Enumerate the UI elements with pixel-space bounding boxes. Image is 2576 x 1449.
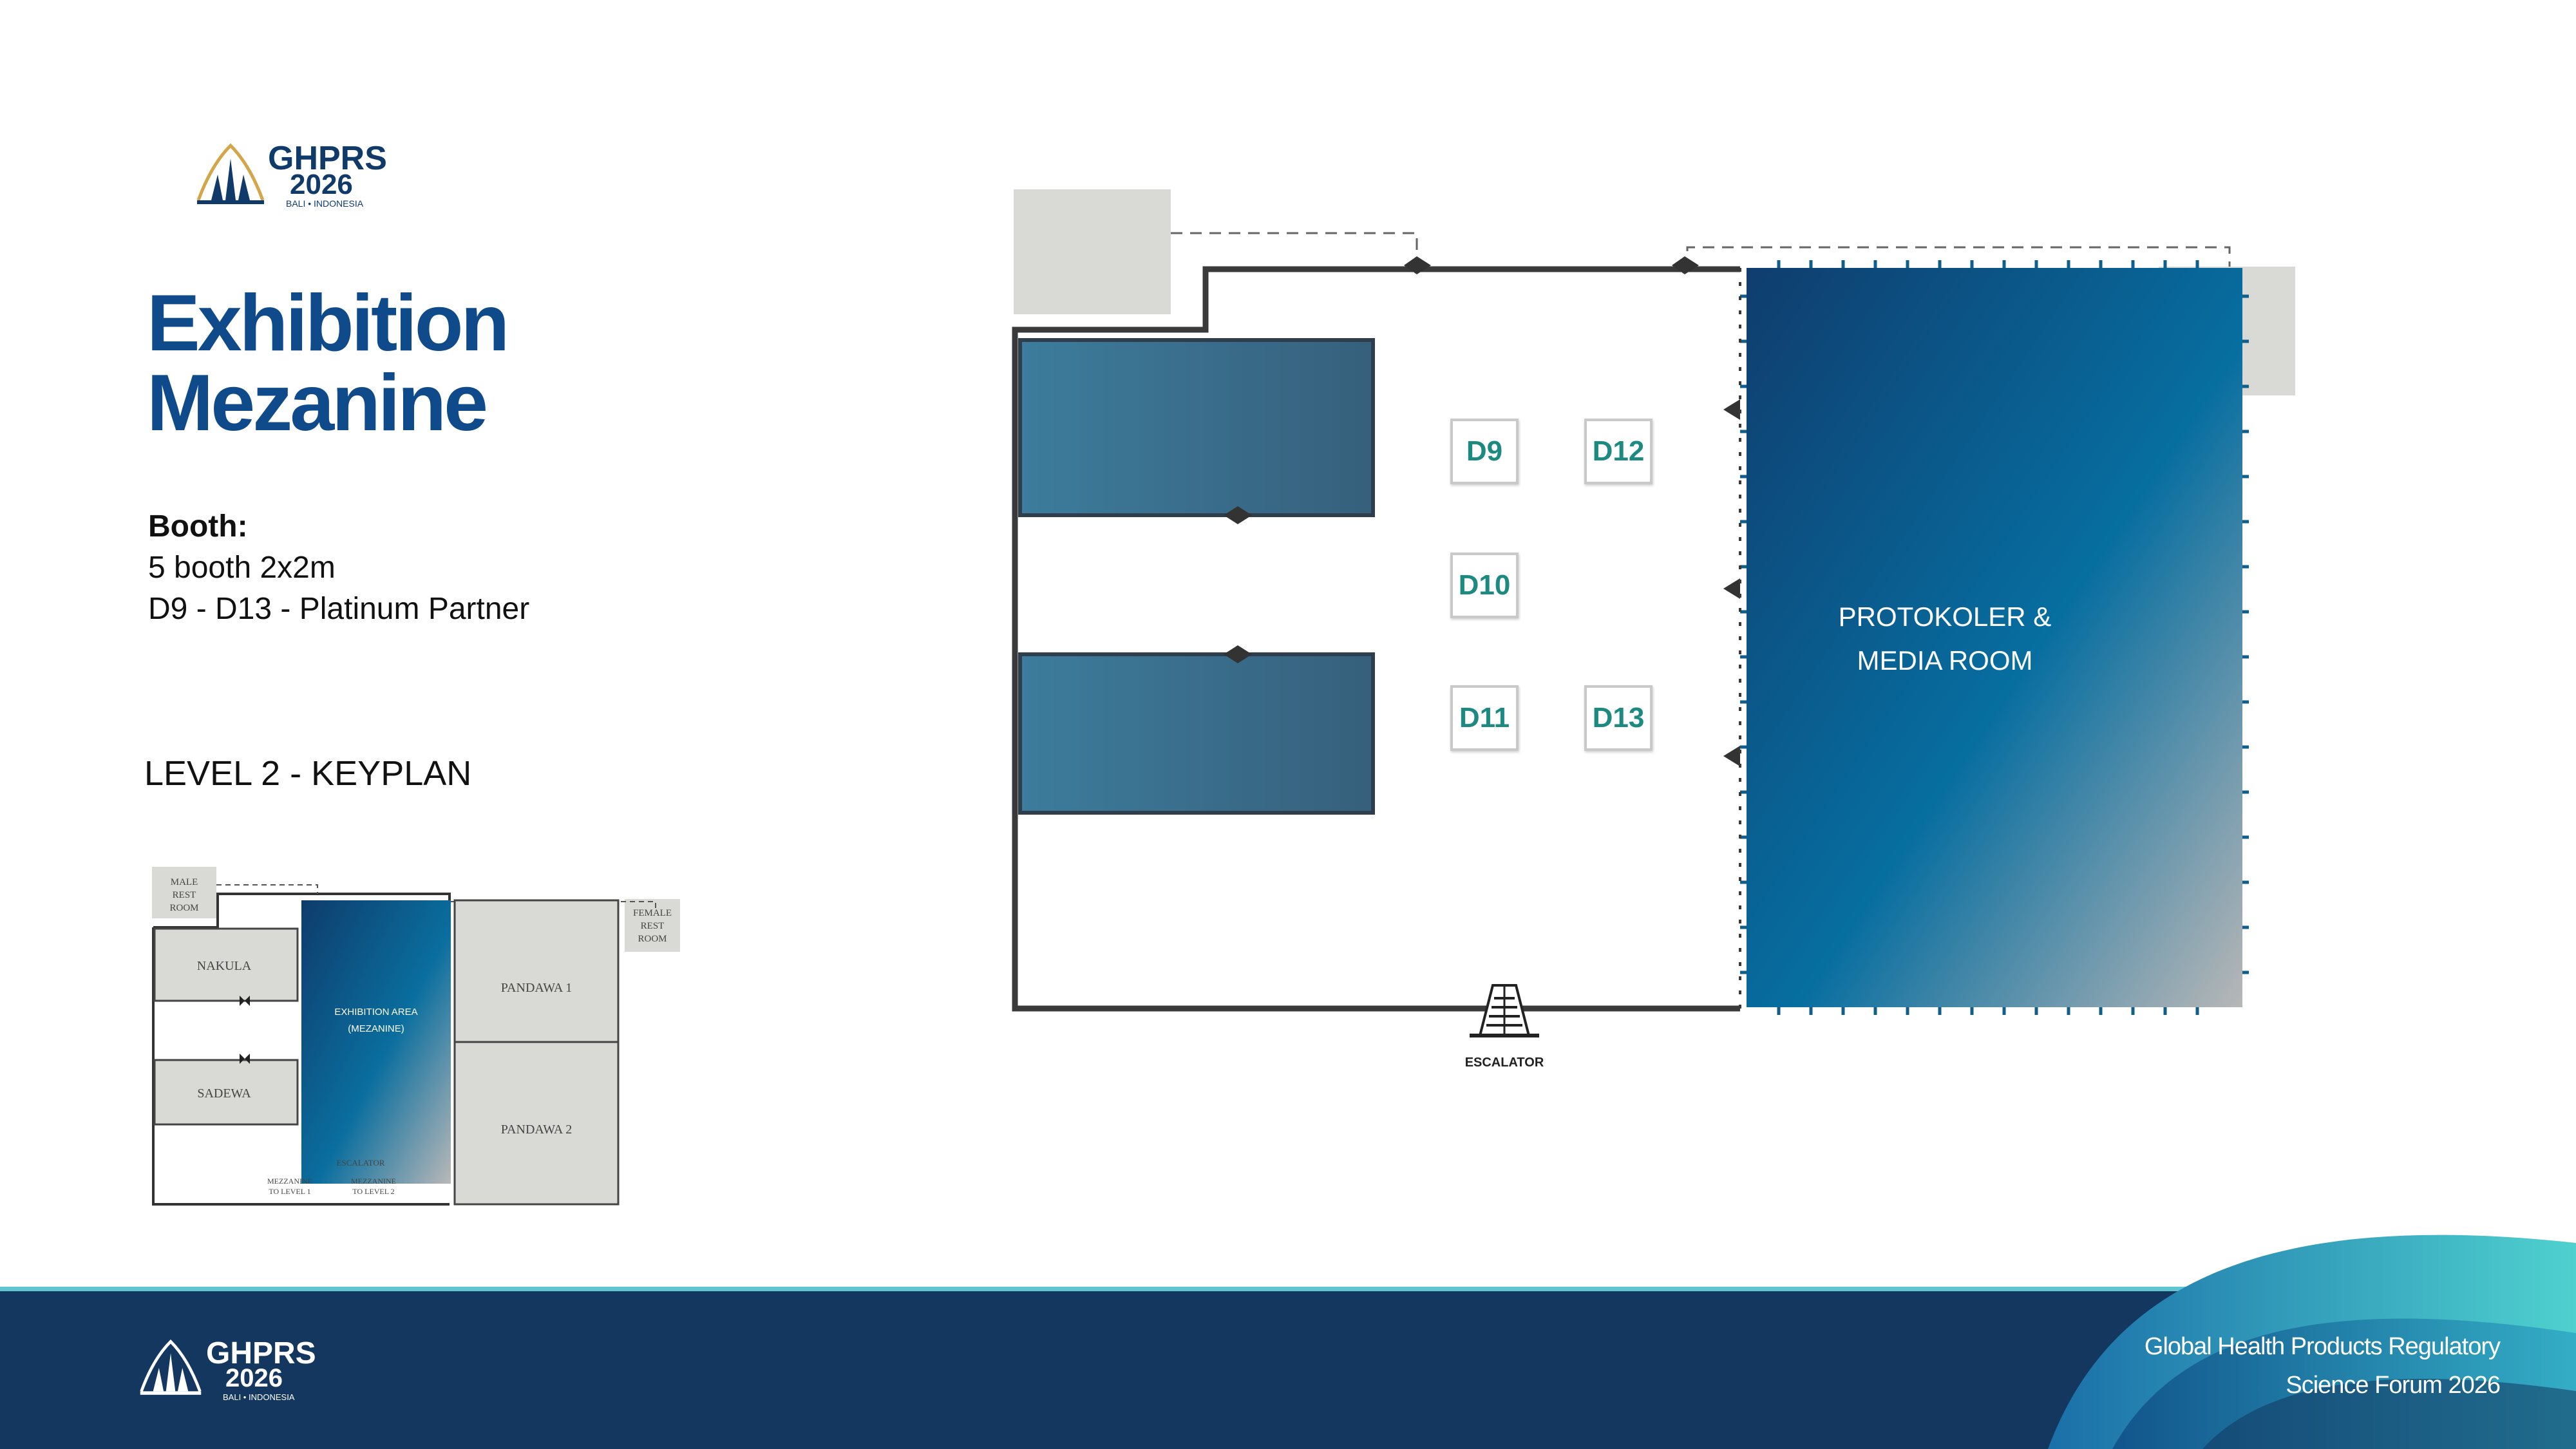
media-room-label-line2: MEDIA ROOM [1857, 645, 2032, 676]
logo-brand-year: 2026 [290, 169, 353, 200]
keyplan-room-nakula-label: NAKULA [197, 959, 252, 973]
keyplan-mezzanine-l1-b: TO LEVEL 1 [269, 1187, 310, 1196]
keyplan-mezzanine-l2-a: MEZZANINE [351, 1177, 396, 1186]
floorplan: PROTOKOLER & MEDIA ROOM ESCALATOR [1012, 189, 2295, 1070]
keyplan-escalator-label: ESCALATOR [337, 1158, 385, 1168]
footer-logo: GHPRS 2026 BALI • INDONESIA [135, 1333, 328, 1410]
keyplan-mezzanine-l2-b: TO LEVEL 2 [352, 1187, 394, 1196]
escalator-label: ESCALATOR [1465, 1056, 1544, 1070]
keyplan-exhibition-area-label2: (MEZANINE) [348, 1023, 404, 1034]
media-room [1747, 268, 2242, 1007]
door-icon [1224, 256, 1740, 766]
keyplan-room-pandawa1 [453, 899, 620, 1043]
floorplan-room-upper [1018, 338, 1375, 517]
keyplan-female-rest-room [625, 899, 680, 952]
escalator-icon [1470, 984, 1539, 1037]
floorplan-room-lower [1018, 652, 1375, 815]
keyplan-room-nakula [153, 927, 299, 1002]
footer-temple-logo-icon [140, 1339, 202, 1395]
logo-brand-name: GHPRS [268, 140, 387, 177]
floorplan-dashed-path-left [1171, 232, 1418, 264]
footer-logo-brand-year: 2026 [225, 1364, 283, 1392]
keyplan-door-icon [240, 996, 250, 1064]
keyplan-room-sadewa-label: SADEWA [197, 1086, 251, 1101]
keyplan-room-pandawa2 [453, 1041, 620, 1206]
floorplan-dashed-path-right [1686, 246, 2231, 270]
keyplan-exhibition-area-label1: EXHIBITION AREA [334, 1007, 417, 1018]
floorplan-gray-block-left [1014, 189, 1171, 314]
booth-d10[interactable]: D10 [1450, 553, 1519, 618]
page-title-line1: Exhibition [147, 279, 509, 368]
keyplan-room-sadewa [153, 1059, 299, 1126]
media-room-label-line1: PROTOKOLER & [1839, 601, 2052, 632]
keyplan-male-rest-room [152, 867, 216, 918]
booth-d9[interactable]: D9 [1450, 419, 1519, 484]
footer-accent-line [0, 1287, 2576, 1292]
footer-wave-decoration [2048, 1235, 2576, 1449]
footer-logo-brand-name: GHPRS [206, 1336, 316, 1370]
page-title: Exhibition Mezanine [147, 279, 509, 448]
booth-d12[interactable]: D12 [1584, 419, 1653, 484]
keyplan-room-pandawa2-label: PANDAWA 2 [501, 1122, 572, 1137]
keyplan-room-pandawa1-label: PANDAWA 1 [501, 981, 572, 995]
keyplan-mezzanine-l1-a: MEZZANINE [267, 1177, 312, 1186]
booth-d13[interactable]: D13 [1584, 685, 1653, 751]
top-logo: GHPRS 2026 BALI • INDONESIA [192, 137, 404, 214]
booth-count: 5 booth 2x2m [148, 551, 336, 585]
keyplan-exhibition-area [301, 900, 451, 1184]
booth-d11[interactable]: D11 [1450, 685, 1519, 751]
footer-org-line1: Global Health Products Regulatory [2144, 1333, 2501, 1360]
footer-logo-brand-location: BALI • INDONESIA [223, 1392, 295, 1402]
temple-logo-icon [196, 143, 265, 204]
media-room-ticks [1740, 260, 2249, 1015]
page-title-line2: Mezanine [147, 359, 488, 448]
floorplan-outer-wall [1012, 266, 1740, 1012]
logo-brand-location: BALI • INDONESIA [286, 198, 364, 209]
booth-range: D9 - D13 - Platinum Partner [148, 592, 530, 626]
keyplan-heading: LEVEL 2 - KEYPLAN [144, 754, 472, 793]
booth-heading: Booth: [148, 509, 248, 544]
footer-org-line2: Science Forum 2026 [2286, 1372, 2501, 1399]
